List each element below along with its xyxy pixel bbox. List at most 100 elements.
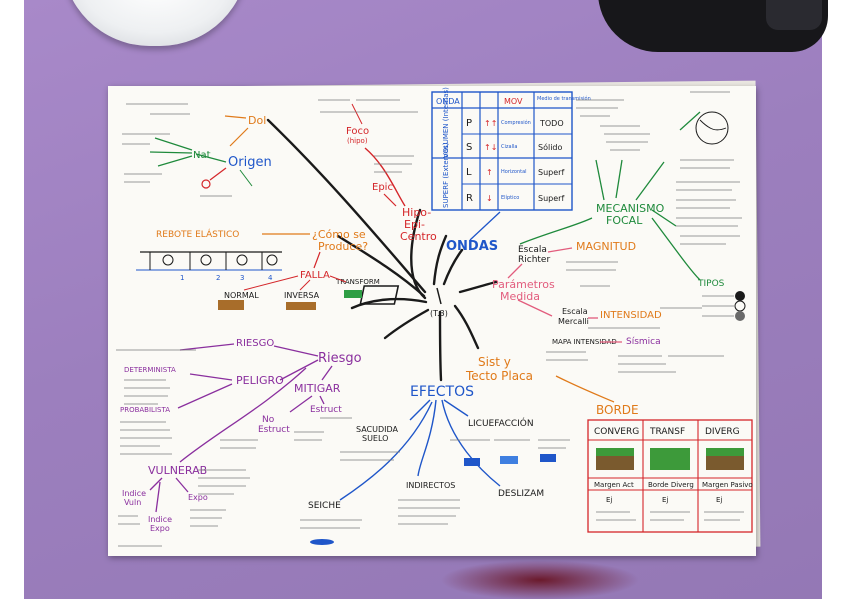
- sismica-label: Sísmica: [626, 337, 661, 347]
- indice-vuln-label: Indice: [122, 489, 146, 498]
- sist-placa-label-2: Tecto Placa: [465, 369, 533, 383]
- wave-s-arrow: ↑↓: [484, 143, 497, 152]
- hipo-label: Hipo-: [402, 206, 431, 219]
- wave-p-mov: Compresión: [501, 119, 531, 126]
- borde-row-borde-diverg: Borde Diverg: [648, 481, 694, 489]
- wave-s-name: S: [466, 142, 472, 153]
- estruct-label: Estruct: [310, 405, 342, 415]
- ondas-label: ONDAS: [446, 239, 498, 254]
- center-branches: [266, 118, 498, 382]
- waves-group-volumen: VOLUMEN (Internas): [442, 87, 450, 158]
- mitigar-label: MITIGAR: [294, 382, 341, 395]
- wave-l-medio: Superf: [538, 168, 564, 177]
- indice-expo-label-2: Expo: [150, 524, 170, 533]
- riesgo-small-label: RIESGO: [236, 338, 274, 349]
- wave-s-medio: Sólido: [538, 142, 562, 152]
- efectos-branch: EFECTOS SACUDIDA SUELO LICUEFACCIÓN INDI…: [300, 384, 570, 545]
- mecanismo-focal-branch: MECANISMO FOCAL TIPOS: [519, 91, 746, 321]
- borde-header-converg: CONVERG: [594, 427, 639, 437]
- borde-row-margen-pasivo: Margen Pasivo: [702, 481, 753, 489]
- origen-branch: Origen Nat Dol: [122, 103, 272, 197]
- sacudida-label-2: SUELO: [362, 434, 388, 443]
- rebote-step-3: 3: [240, 274, 244, 282]
- indice-expo-label: Indice: [148, 515, 172, 524]
- inversa-label: INVERSA: [284, 291, 320, 300]
- borde-row-margen-act: Margen Act: [594, 481, 634, 489]
- como-se-produce-label-2: Produce?: [318, 240, 368, 253]
- deslizam-label: DESLIZAM: [498, 489, 544, 499]
- no-estruct-label: No: [262, 415, 275, 425]
- no-estruct-label-2: Estruct: [258, 425, 290, 435]
- wave-r-medio: Superf: [538, 194, 564, 203]
- rebote-step-2: 2: [216, 274, 220, 282]
- red-object-shadow: [440, 560, 640, 600]
- riesgo-branch: Riesgo RIESGO PELIGRO MITIGAR No Estruct…: [116, 338, 362, 547]
- expo-label: Expo: [188, 493, 208, 502]
- borde-table: CONVERG TRANSF DIVERG Margen Act Borde D…: [587, 419, 753, 533]
- mecanismo-label: MECANISMO: [596, 202, 665, 215]
- probabilista-label: PROBABILISTA: [120, 406, 170, 414]
- rebote-step-4: 4: [268, 274, 273, 282]
- wave-r-arrow: ↓: [486, 194, 493, 203]
- intensidad-label: INTENSIDAD: [600, 310, 662, 321]
- como-se-produce-branch: ¿Cómo se Produce? REBOTE ELÁSTICO 1 2 3 …: [136, 228, 380, 310]
- wave-l-mov: Horizontal: [501, 169, 527, 175]
- mapa-intensidad-label: MAPA INTENSIDAD: [552, 338, 617, 346]
- centro-label: Centro: [400, 230, 437, 243]
- waves-header-onda: ONDA: [436, 97, 460, 106]
- tipos-label: TIPOS: [697, 279, 725, 289]
- como-se-produce-label: ¿Cómo se: [312, 228, 366, 241]
- waves-table: ONDA MOV Medio de transmisión VOLUMEN (I…: [431, 87, 591, 211]
- borde-example-1: Ej: [606, 496, 612, 504]
- parametros-label-2: Medida: [500, 290, 540, 303]
- normal-label: NORMAL: [224, 291, 259, 300]
- sacudida-label: SACUDIDA: [356, 425, 399, 434]
- escala-mercalli-label-2: Mercalli: [558, 317, 589, 326]
- epic-label: Epic: [372, 182, 393, 193]
- sist-placa-branch: Sist y Tecto Placa BORDE: [465, 355, 639, 417]
- rebote-step-1: 1: [180, 274, 184, 282]
- rebote-elastico-label: REBOTE ELÁSTICO: [156, 228, 239, 240]
- bag-strap: [766, 0, 822, 30]
- wave-p-medio: TODO: [539, 119, 564, 128]
- wave-l-name: L: [466, 167, 472, 178]
- indirectos-label: INDIRECTOS: [406, 481, 455, 490]
- epi-label: Epi-: [404, 218, 425, 231]
- efectos-label: EFECTOS: [410, 384, 474, 400]
- borde-example-3: Ej: [716, 496, 722, 504]
- borde-header-transf: TRANSF: [649, 427, 685, 437]
- mecanismo-label-2: FOCAL: [606, 214, 643, 227]
- parametros-branch: Parámetros Medida Escala Richter MAGNITU…: [492, 240, 724, 373]
- borde-header-diverg: DIVERG: [705, 427, 740, 437]
- indice-vuln-label-2: Vuln: [124, 498, 141, 507]
- wave-r-name: R: [466, 193, 473, 204]
- foco-sub-label: (hipo): [347, 137, 368, 145]
- seiche-label: SEICHE: [308, 501, 341, 511]
- hipocentro-branch: Hipo- Epi- Centro Epic Foco (hipo): [318, 99, 437, 243]
- parametros-label: Parámetros: [492, 278, 555, 291]
- waves-header-medio: Medio de transmisión: [537, 95, 591, 102]
- wave-r-mov: Elíptico: [501, 194, 519, 201]
- dol-label: Dol: [248, 114, 266, 127]
- waves-group-superf: SUPERF (Externas): [442, 142, 450, 208]
- determinista-label: DETERMINISTA: [124, 366, 176, 374]
- magnitud-label: MAGNITUD: [576, 240, 636, 253]
- origen-label: Origen: [228, 155, 272, 170]
- peligro-label: PELIGRO: [236, 374, 284, 387]
- foco-label: Foco: [346, 126, 369, 137]
- escala-richter-label-2: Richter: [518, 255, 550, 265]
- riesgo-label: Riesgo: [318, 351, 362, 366]
- wave-p-name: P: [466, 118, 472, 129]
- transform-label: TRANSFORM: [335, 278, 380, 286]
- wave-l-arrow: ↑: [486, 168, 493, 177]
- borde-example-2: Ej: [662, 496, 668, 504]
- sist-placa-label: Sist y: [478, 355, 511, 369]
- escala-mercalli-label: Escala: [562, 307, 588, 316]
- escala-richter-label: Escala: [518, 245, 547, 255]
- borde-label: BORDE: [596, 403, 639, 417]
- falla-label: FALLA: [300, 270, 330, 281]
- waves-header-mov: MOV: [504, 97, 523, 106]
- vulnerab-label: VULNERAB: [148, 464, 207, 477]
- wave-p-arrow: ↑↑: [484, 119, 497, 128]
